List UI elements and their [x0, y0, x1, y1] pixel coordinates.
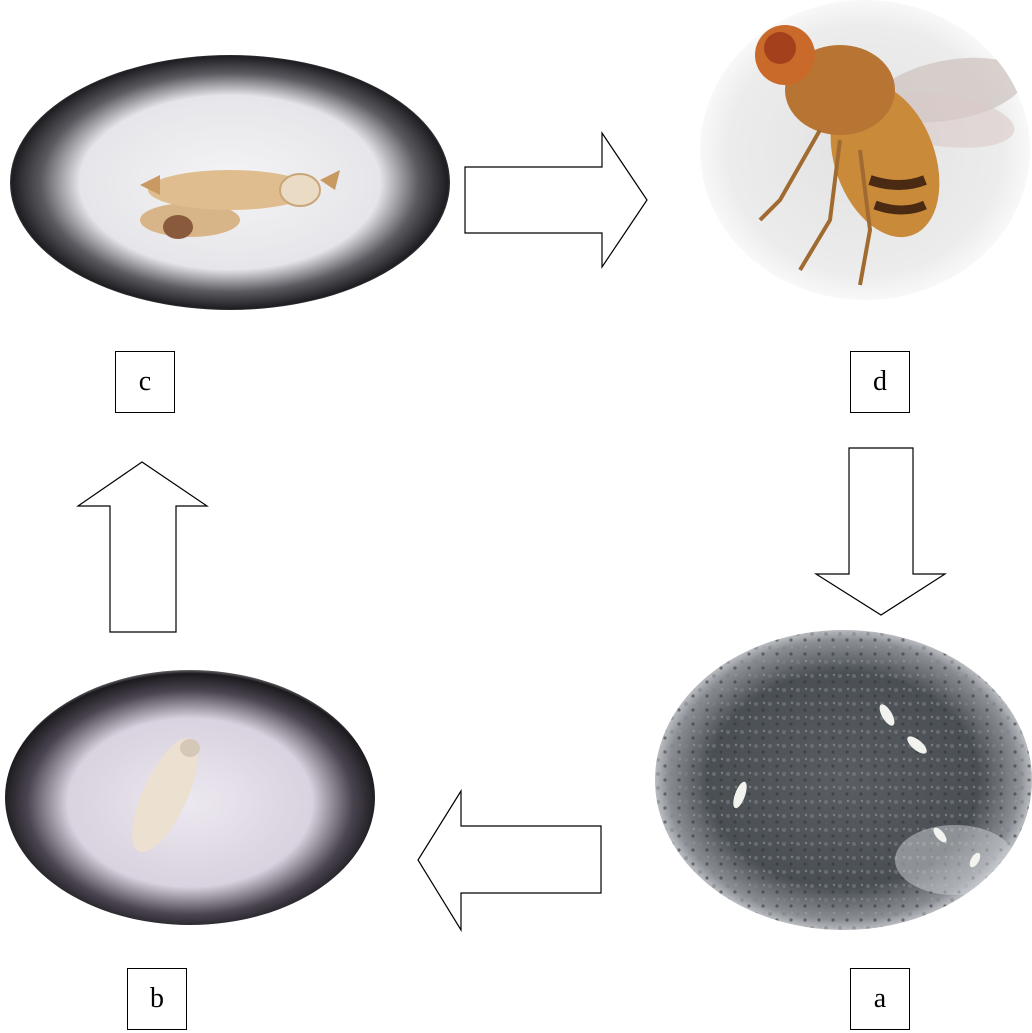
stage-label-b: b [127, 968, 187, 1030]
stage-label-c: c [115, 351, 175, 413]
arrow-d-to-a [816, 448, 945, 615]
stage-label-a: a [850, 968, 910, 1030]
stage-label-d: d [850, 351, 910, 413]
arrow-a-to-b [418, 791, 601, 930]
arrow-b-to-c [78, 462, 207, 632]
arrow-c-to-d [465, 133, 647, 267]
